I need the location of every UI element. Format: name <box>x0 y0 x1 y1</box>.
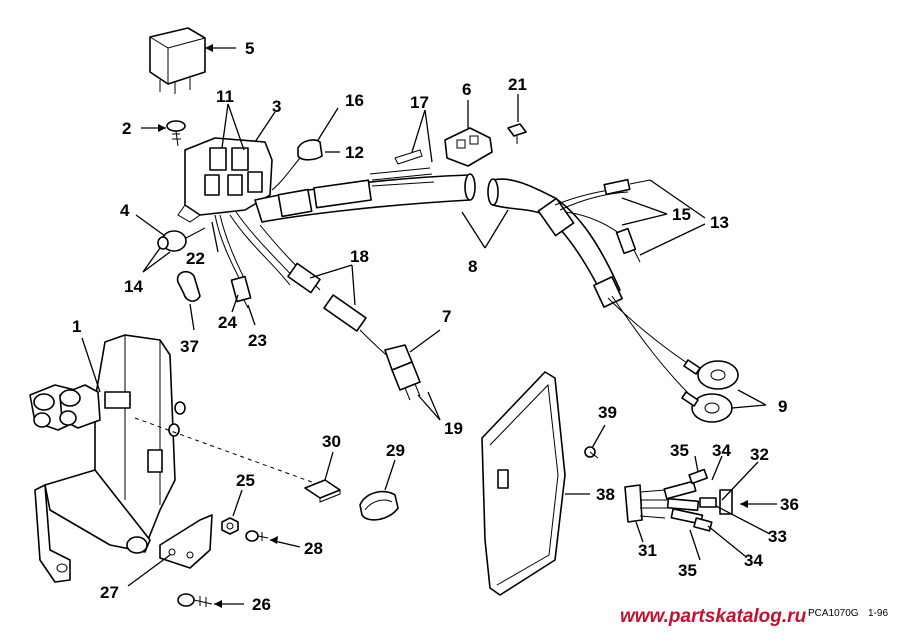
screw-39-part <box>584 446 599 459</box>
callout-28: 28 <box>304 539 323 558</box>
screw-26-part <box>177 593 213 607</box>
lead-wires-part <box>554 178 651 263</box>
callout-27: 27 <box>100 583 119 602</box>
callout-8: 8 <box>468 257 477 276</box>
screw-part <box>166 120 186 147</box>
drawing-date: 1-96 <box>868 608 888 619</box>
callout-15: 15 <box>672 205 691 224</box>
callout-31: 31 <box>638 541 657 560</box>
ring-terminals-part <box>607 295 739 423</box>
callout-17: 17 <box>410 93 429 112</box>
rubber-cap-part <box>359 490 399 521</box>
callout-26: 26 <box>252 595 271 614</box>
callout-3: 3 <box>272 97 281 116</box>
lower-leads-part <box>214 211 297 309</box>
callout-16: 16 <box>345 91 364 110</box>
terminal-block-part <box>177 137 273 223</box>
callout-5: 5 <box>245 39 254 58</box>
callout-30: 30 <box>322 432 341 451</box>
callout-36: 36 <box>780 495 799 514</box>
fuse-holder-part <box>271 139 323 191</box>
connector-kit-part <box>624 468 733 532</box>
callout-1: 1 <box>72 317 81 336</box>
callout-13: 13 <box>710 213 729 232</box>
callout-7: 7 <box>442 307 451 326</box>
callout-23: 23 <box>248 331 267 350</box>
wiring-harness-part <box>254 167 623 308</box>
callout-22: 22 <box>186 249 205 268</box>
callout-25: 25 <box>236 471 255 490</box>
callout-29: 29 <box>386 441 405 460</box>
callout-39: 39 <box>598 403 617 422</box>
sensor-part <box>157 227 206 252</box>
small-terminal-part <box>507 123 527 144</box>
connector-part <box>444 127 493 167</box>
callout-33: 33 <box>768 527 787 546</box>
callout-11: 11 <box>216 87 234 106</box>
cover-part <box>481 371 566 596</box>
callout-21: 21 <box>508 75 527 94</box>
callout-38: 38 <box>596 485 615 504</box>
drawing-code: PCA1070G <box>808 608 859 619</box>
mounting-plate-part <box>159 514 213 569</box>
watermark: www.partskatalog.ru <box>620 606 807 627</box>
harness-branch-part <box>259 224 421 401</box>
callout-12: 12 <box>345 143 364 162</box>
callout-19: 19 <box>444 419 463 438</box>
callout-18: 18 <box>350 247 369 266</box>
callout-37: 37 <box>180 337 199 356</box>
callout-34-top: 34 <box>712 441 731 460</box>
callout-6: 6 <box>462 80 471 99</box>
mounting-bracket-part <box>29 334 186 583</box>
callout-34-bottom: 34 <box>744 551 763 570</box>
callout-35-bottom: 35 <box>678 561 697 580</box>
nut-part <box>221 517 239 535</box>
callout-4: 4 <box>120 201 130 220</box>
callout-14: 14 <box>124 277 143 296</box>
callout-2: 2 <box>122 119 131 138</box>
callout-35-top: 35 <box>670 441 689 460</box>
relay-part <box>149 27 206 94</box>
fuse-part <box>304 479 341 503</box>
callout-9: 9 <box>778 397 787 416</box>
screw-28-part <box>245 530 269 542</box>
callout-24: 24 <box>218 313 237 332</box>
wire-clip-part <box>176 270 201 302</box>
callout-32: 32 <box>750 445 769 464</box>
